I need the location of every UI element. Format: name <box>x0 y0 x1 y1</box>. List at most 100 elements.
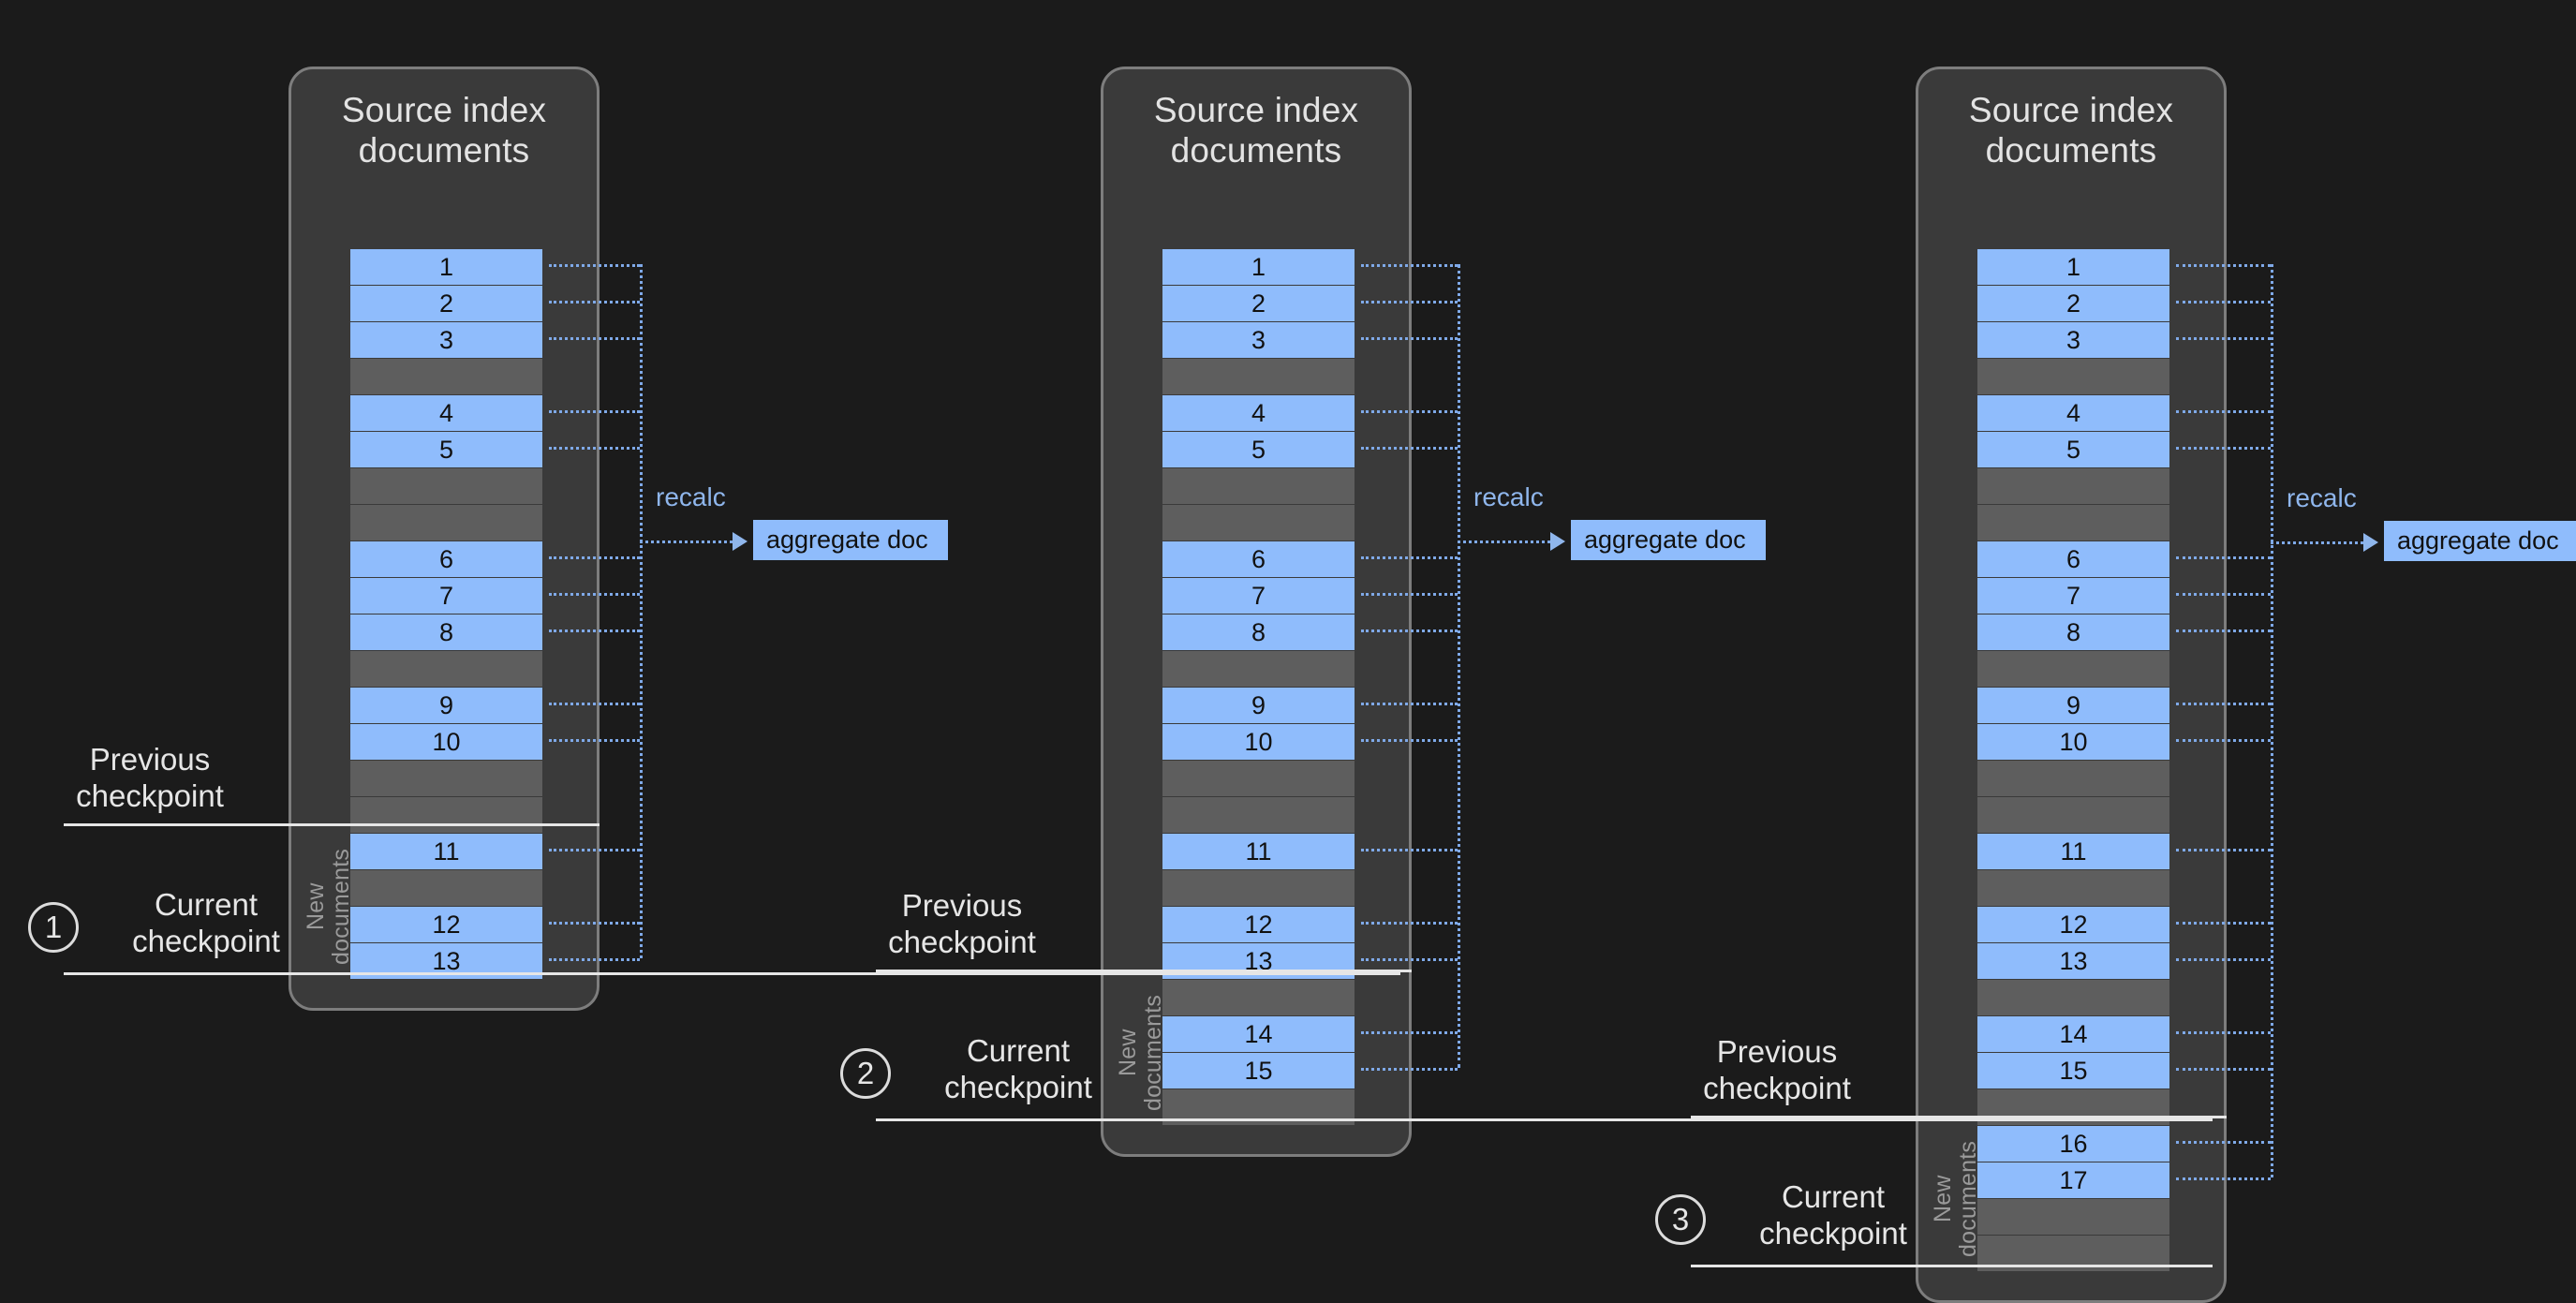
document-row: 2 <box>350 286 542 321</box>
previous-checkpoint-line <box>876 970 1412 972</box>
current-checkpoint-label: Current checkpoint <box>132 887 280 958</box>
document-row: 3 <box>350 322 542 358</box>
empty-row <box>350 359 542 394</box>
document-row: 10 <box>1162 724 1355 760</box>
connector-line <box>1361 958 1458 961</box>
connector-line <box>2176 410 2271 413</box>
document-row: 1 <box>1977 249 2169 285</box>
document-row: 9 <box>350 688 542 723</box>
empty-row <box>350 761 542 796</box>
recalc-arrow-head <box>1550 532 1565 551</box>
connector-line <box>1361 556 1458 559</box>
document-row: 4 <box>1162 395 1355 431</box>
empty-row <box>1162 761 1355 796</box>
document-row: 4 <box>350 395 542 431</box>
connector-line <box>2176 739 2271 742</box>
aggregate-doc-box: aggregate doc <box>1571 520 1766 560</box>
empty-row <box>1977 468 2169 504</box>
document-row: 14 <box>1977 1016 2169 1052</box>
connector-bus <box>1458 264 1460 1068</box>
document-row: 2 <box>1162 286 1355 321</box>
document-row: 15 <box>1162 1053 1355 1088</box>
panel-title-3: Source index documents <box>1968 91 2174 170</box>
document-row: 1 <box>1162 249 1355 285</box>
connector-line <box>1361 1068 1458 1071</box>
document-row: 2 <box>1977 286 2169 321</box>
current-checkpoint-line <box>1691 1265 2213 1267</box>
empty-row <box>1977 761 2169 796</box>
connector-line <box>2176 1177 2271 1180</box>
connector-line <box>2176 264 2271 267</box>
document-row: 7 <box>1162 578 1355 614</box>
previous-checkpoint-label: Previous checkpoint <box>1703 1034 1851 1105</box>
empty-row <box>1977 1199 2169 1235</box>
document-row: 10 <box>350 724 542 760</box>
connector-line <box>2176 1068 2271 1071</box>
connector-line <box>2176 337 2271 340</box>
connector-line <box>549 958 640 961</box>
current-checkpoint-label: Current checkpoint <box>944 1033 1092 1104</box>
empty-row <box>1162 797 1355 833</box>
connector-line <box>549 447 640 450</box>
recalc-arrow-line <box>2271 541 2363 544</box>
empty-row <box>1162 870 1355 906</box>
aggregate-doc-box: aggregate doc <box>753 520 948 560</box>
connector-bus <box>2271 264 2273 1177</box>
step-number-badge: 1 <box>28 902 79 953</box>
recalc-label: recalc <box>2287 483 2357 512</box>
document-row: 8 <box>1162 614 1355 650</box>
connector-line <box>1361 593 1458 596</box>
connector-line <box>549 703 640 705</box>
empty-row <box>1162 505 1355 540</box>
empty-row <box>1977 870 2169 906</box>
connector-line <box>2176 1141 2271 1144</box>
panel-title-2: Source index documents <box>1153 91 1359 170</box>
document-row: 12 <box>350 907 542 942</box>
connector-line <box>549 301 640 304</box>
previous-checkpoint-line <box>64 823 600 826</box>
current-checkpoint-line <box>64 972 1400 975</box>
empty-row <box>1977 651 2169 687</box>
connector-line <box>2176 447 2271 450</box>
document-row: 5 <box>1977 432 2169 467</box>
previous-checkpoint-label: Previous checkpoint <box>888 888 1036 959</box>
document-row: 3 <box>1162 322 1355 358</box>
empty-row <box>350 651 542 687</box>
recalc-arrow-head <box>2363 533 2378 552</box>
document-row: 9 <box>1977 688 2169 723</box>
document-row: 8 <box>1977 614 2169 650</box>
connector-line <box>549 410 640 413</box>
document-row: 11 <box>1162 834 1355 869</box>
recalc-arrow-head <box>733 532 748 551</box>
document-row: 5 <box>1162 432 1355 467</box>
step-number-badge: 3 <box>1655 1194 1706 1245</box>
step-number-badge: 2 <box>840 1048 891 1099</box>
empty-row <box>1977 980 2169 1015</box>
document-row: 8 <box>350 614 542 650</box>
document-row: 1 <box>350 249 542 285</box>
empty-row <box>1162 468 1355 504</box>
connector-line <box>2176 629 2271 632</box>
connector-line <box>549 593 640 596</box>
empty-row <box>1977 359 2169 394</box>
connector-line <box>1361 301 1458 304</box>
connector-line <box>549 556 640 559</box>
document-row: 6 <box>1162 541 1355 577</box>
document-row: 7 <box>1977 578 2169 614</box>
connector-line <box>1361 629 1458 632</box>
document-row: 12 <box>1162 907 1355 942</box>
document-row: 9 <box>1162 688 1355 723</box>
empty-row <box>350 870 542 906</box>
connector-line <box>1361 703 1458 705</box>
connector-line <box>2176 593 2271 596</box>
document-row: 16 <box>1977 1126 2169 1162</box>
empty-row <box>1162 651 1355 687</box>
previous-checkpoint-line <box>1691 1116 2227 1118</box>
connector-line <box>1361 447 1458 450</box>
connector-bus <box>640 264 643 958</box>
document-row: 11 <box>350 834 542 869</box>
previous-checkpoint-label: Previous checkpoint <box>76 742 224 813</box>
